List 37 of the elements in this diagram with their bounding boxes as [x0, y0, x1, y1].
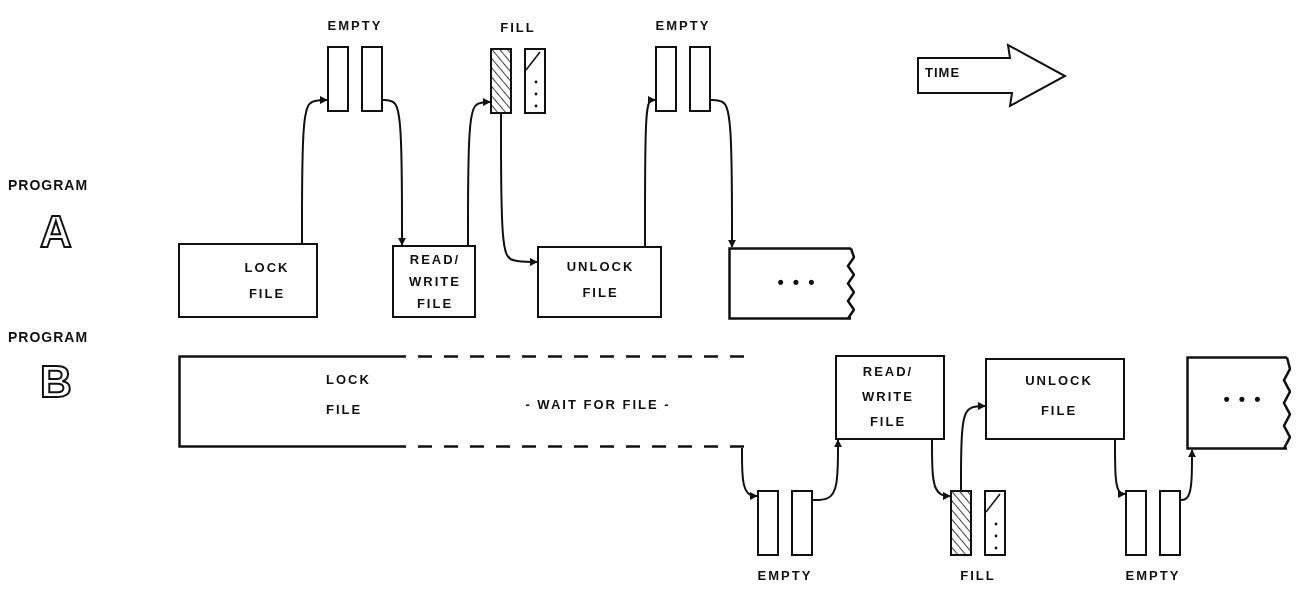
process-box [537, 246, 662, 318]
program-letter: A [40, 210, 73, 254]
program-letter: B [40, 360, 73, 404]
box-text: READ/ WRITE FILE [861, 363, 915, 431]
program-label: PROGRAM [8, 178, 89, 192]
buffer-label: FILL [959, 567, 997, 585]
box-text: READ/ WRITE FILE [408, 251, 462, 313]
process-box [178, 243, 318, 318]
box-text: UNLOCK FILE [565, 258, 636, 302]
buffer-label: EMPTY [326, 17, 384, 35]
arrow [812, 439, 842, 501]
box-text: LOCK FILE [326, 371, 372, 419]
arrow [931, 439, 951, 500]
ellipsis-text: • • • [776, 271, 818, 294]
arrow [1114, 439, 1126, 498]
arrow-label: TIME [925, 66, 961, 79]
process-box [985, 358, 1125, 440]
ellipsis-text: • • • [1222, 388, 1264, 411]
process-box [392, 245, 476, 318]
arrow [500, 113, 538, 266]
buffer-label: EMPTY [756, 567, 814, 585]
arrow [382, 99, 406, 246]
arrow [467, 98, 491, 246]
buffer-label: EMPTY [1124, 567, 1182, 585]
arrow [644, 96, 656, 247]
arrow [741, 447, 758, 500]
buffer-label: EMPTY [654, 17, 712, 35]
box-text: LOCK FILE [243, 259, 291, 303]
buffer-label: FILL [499, 19, 537, 37]
box-text: - WAIT FOR FILE - [524, 396, 672, 414]
arrow [960, 402, 986, 491]
program-label: PROGRAM [8, 330, 89, 344]
arrow [710, 99, 736, 248]
arrow [301, 96, 328, 244]
box-text: UNLOCK FILE [1024, 372, 1094, 420]
process-box [835, 355, 945, 440]
arrow [1180, 449, 1196, 501]
